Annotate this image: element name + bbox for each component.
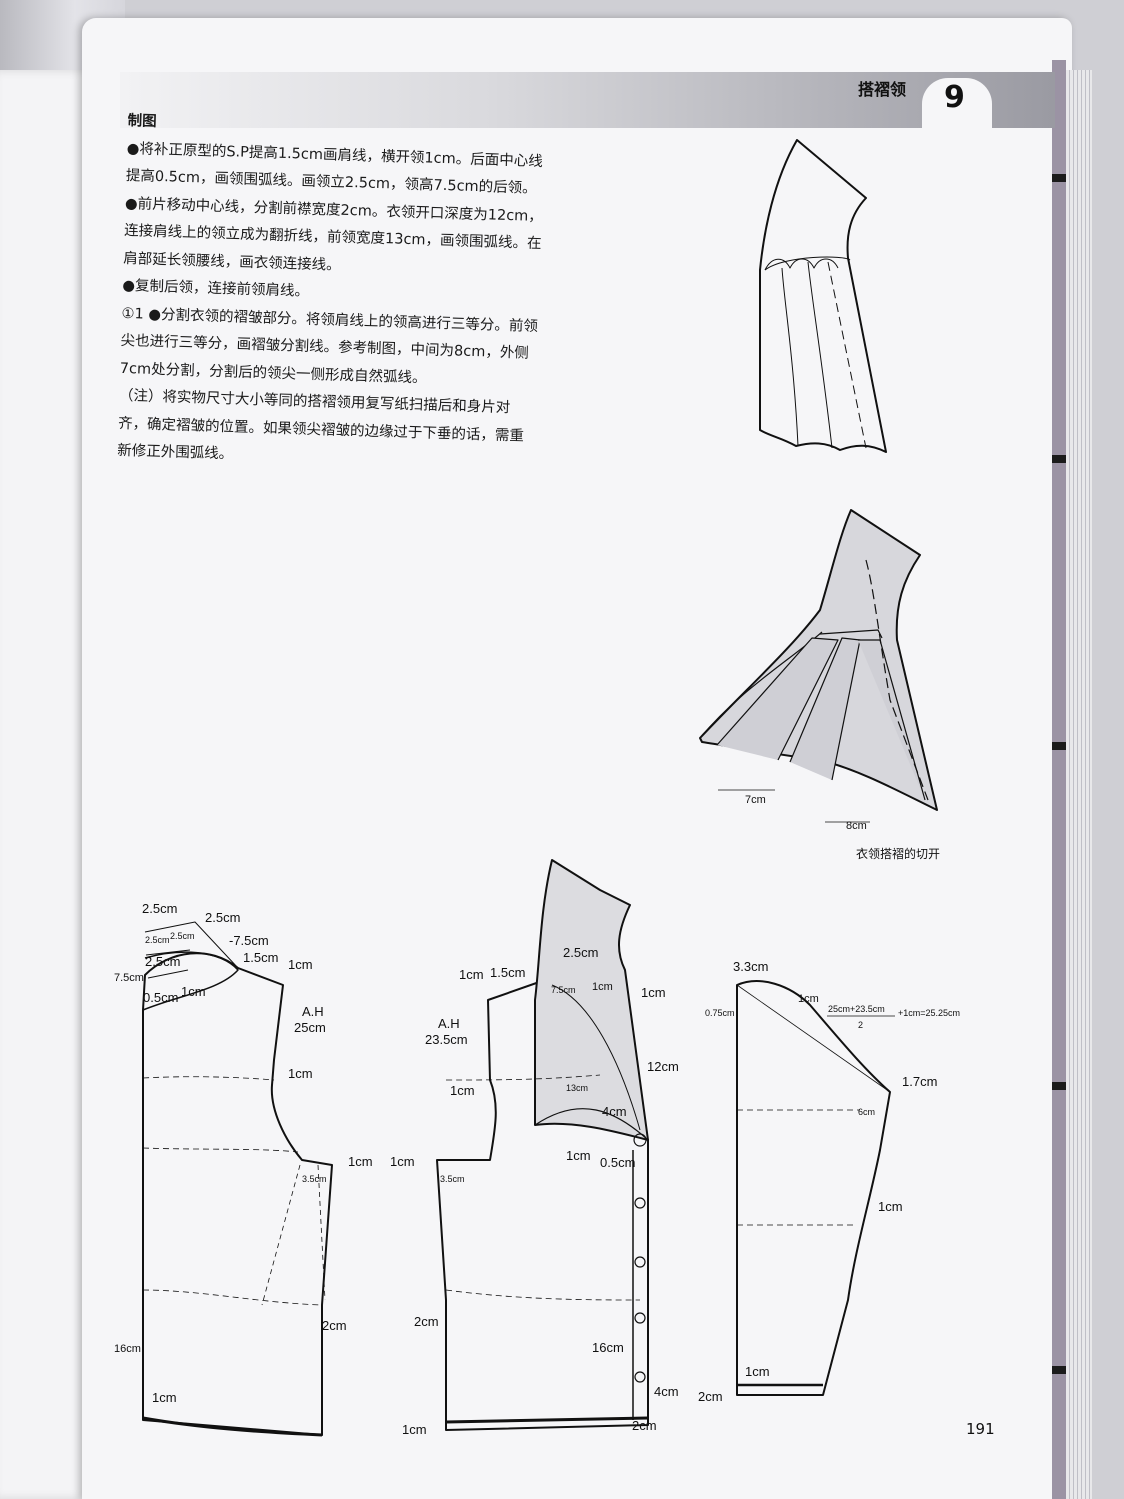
dimension-label: 1.5cm — [243, 950, 278, 965]
dimension-label: 6cm — [858, 1107, 875, 1117]
back-bodice-pattern — [142, 921, 333, 1437]
dimension-label: 1cm — [459, 967, 484, 982]
chapter-number: 9 — [944, 80, 965, 115]
thumb-index-mark — [1052, 742, 1066, 750]
dimension-label: 1cm — [798, 993, 819, 1005]
dimension-label: 1cm — [348, 1154, 373, 1169]
dimension-label: 2.5cm — [145, 954, 180, 969]
dimension-label: 2.5cm — [170, 931, 195, 941]
dimension-label: 1cm — [181, 984, 206, 999]
figure-caption: 衣领搭褶的切开 — [856, 847, 941, 861]
dimension-label: 25cm+23.5cm — [828, 1004, 885, 1014]
dimension-label: 1cm — [288, 1066, 313, 1081]
dimension-label: 7.5cm — [551, 985, 576, 995]
dimension-label: +1cm=25.25cm — [898, 1008, 960, 1018]
dimension-label: 0.5cm — [143, 990, 178, 1005]
dimension-label: 7cm — [745, 794, 766, 806]
page-number: 191 — [966, 1420, 995, 1438]
dimension-label: 2cm — [632, 1418, 657, 1433]
dimension-label: 16cm — [114, 1343, 141, 1355]
dimension-label: 1cm — [450, 1083, 475, 1098]
thumb-index-mark — [1052, 455, 1066, 463]
dimension-label: 25cm — [294, 1020, 326, 1035]
collar-pattern-top — [759, 139, 887, 453]
chapter-header-band — [120, 72, 1055, 128]
dimension-label: 23.5cm — [425, 1032, 468, 1047]
dimension-label: 3.5cm — [440, 1174, 465, 1184]
dimension-label: 8cm — [846, 820, 867, 832]
dimension-label: 2cm — [414, 1314, 439, 1329]
figure-labels: 7cm 8cm 2.5cm 2.5cm 2.5cm 2.5cm -7.5cm 2… — [114, 794, 960, 1437]
dimension-label: A.H — [302, 1004, 324, 1019]
dimension-label: 7.5cm — [114, 972, 144, 984]
page-stack-edge — [1062, 70, 1092, 1499]
chapter-number-badge — [922, 78, 992, 128]
dimension-label: 2 — [858, 1020, 863, 1030]
thumb-index-mark — [1052, 1082, 1066, 1090]
dimension-label: 1cm — [592, 981, 613, 993]
dimension-label: A.H — [438, 1016, 460, 1031]
dimension-label: 2cm — [698, 1389, 723, 1404]
dimension-label: 1.7cm — [902, 1074, 937, 1089]
dimension-label: 2.5cm — [145, 935, 170, 945]
dimension-label: 1.5cm — [490, 965, 525, 980]
dimension-label: -7.5cm — [229, 933, 269, 948]
thumb-index-bar — [1052, 60, 1066, 1499]
dimension-label: 0.75cm — [705, 1008, 735, 1018]
thumb-index-mark — [1052, 174, 1066, 182]
thumb-index-mark — [1052, 1366, 1066, 1374]
dimension-label: 1cm — [566, 1148, 591, 1163]
dimension-label: 3.5cm — [302, 1174, 327, 1184]
dimension-label: 1cm — [152, 1390, 177, 1405]
dimension-label: 1cm — [641, 985, 666, 1000]
dimension-label: 4cm — [602, 1104, 627, 1119]
dimension-label: 1cm — [390, 1154, 415, 1169]
dimension-label: 1cm — [402, 1422, 427, 1437]
dimension-label: 16cm — [592, 1340, 624, 1355]
dimension-label: 0.5cm — [600, 1155, 635, 1170]
dimension-label: 13cm — [566, 1083, 588, 1093]
dimension-label: 4cm — [654, 1384, 679, 1399]
dimension-label: 2.5cm — [205, 910, 240, 925]
dimension-label: 2.5cm — [142, 901, 177, 916]
dimension-label: 1cm — [878, 1199, 903, 1214]
chapter-title: 搭褶领 — [858, 80, 907, 99]
dimension-label: 3.3cm — [733, 959, 768, 974]
dimension-label: 12cm — [647, 1059, 679, 1074]
front-bodice-pattern — [436, 859, 649, 1431]
dimension-label: 1cm — [288, 957, 313, 972]
collar-pattern-spread — [699, 509, 938, 823]
dimension-label: 2cm — [322, 1318, 347, 1333]
dimension-label: 1cm — [745, 1364, 770, 1379]
sleeve-pattern — [736, 980, 891, 1396]
dimension-label: 2.5cm — [563, 945, 598, 960]
